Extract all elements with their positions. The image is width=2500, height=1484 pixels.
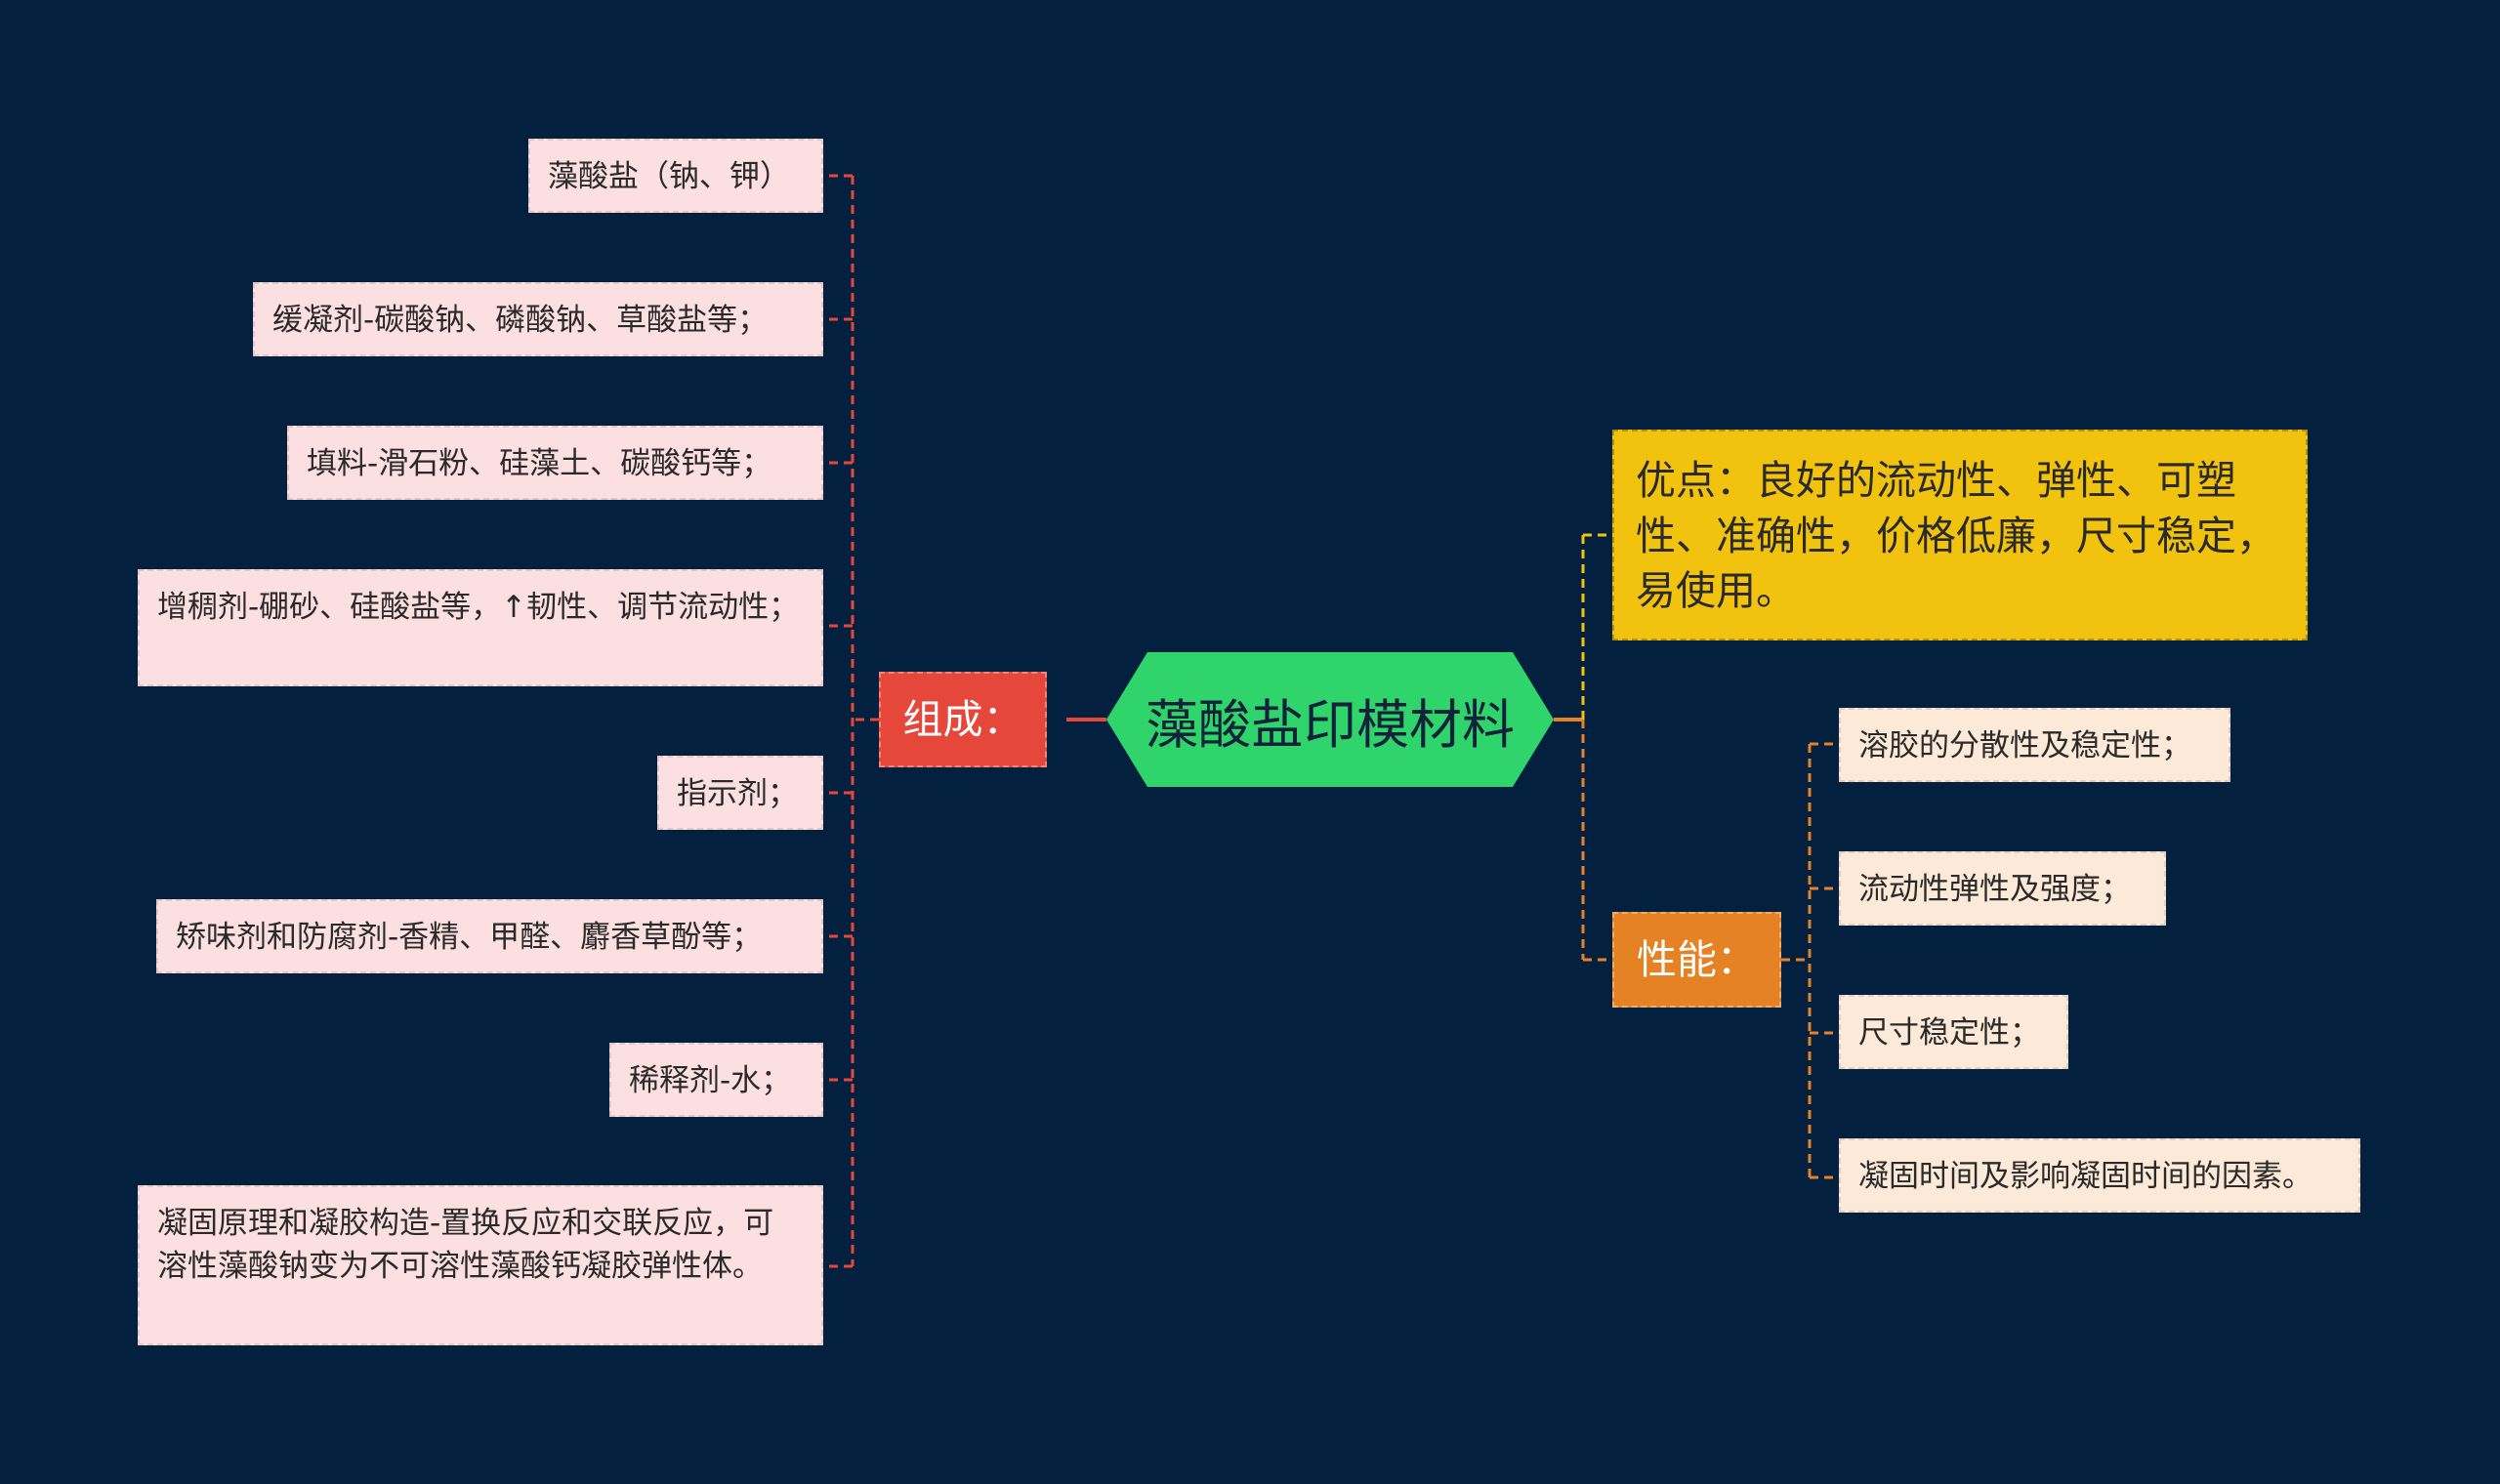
branch-performance[interactable]: 性能： — [1612, 912, 1781, 1008]
leaf-flow-elasticity-label: 流动性弹性及强度； — [1858, 872, 2131, 907]
leaf-setting-principle[interactable]: 凝固原理和凝胶构造-置换反应和交联反应，可溶性藻酸钠变为不可溶性藻酸钙凝胶弹性体… — [138, 1185, 823, 1345]
leaf-retarder[interactable]: 缓凝剂-碳酸钠、磷酸钠、草酸盐等； — [253, 282, 823, 356]
leaf-sol-dispersion[interactable]: 溶胶的分散性及稳定性； — [1839, 708, 2230, 782]
leaf-thickener[interactable]: 增稠剂-硼砂、硅酸盐等，↑韧性、调节流动性； — [138, 569, 823, 686]
leaf-setting-time-label: 凝固时间及影响凝固时间的因素。 — [1858, 1159, 2312, 1194]
leaf-flow-elasticity[interactable]: 流动性弹性及强度； — [1839, 851, 2166, 926]
leaf-diluent-label: 稀释剂-水； — [629, 1063, 792, 1098]
node-advantages-label: 优点：良好的流动性、弹性、可塑性、准确性，价格低廉，尺寸稳定，易使用。 — [1636, 457, 2276, 615]
node-advantages[interactable]: 优点：良好的流动性、弹性、可塑性、准确性，价格低廉，尺寸稳定，易使用。 — [1612, 430, 2308, 640]
leaf-thickener-label: 增稠剂-硼砂、硅酸盐等，↑韧性、调节流动性； — [157, 590, 800, 625]
leaf-alginate-label: 藻酸盐（钠、钾） — [548, 159, 790, 194]
leaf-flavor-preservative-label: 矫味剂和防腐剂-香精、甲醛、麝香草酚等； — [176, 920, 763, 955]
branch-composition[interactable]: 组成： — [879, 672, 1047, 767]
leaf-dimensional-stability-label: 尺寸稳定性； — [1858, 1015, 2040, 1051]
leaf-sol-dispersion-label: 溶胶的分散性及稳定性； — [1858, 728, 2191, 763]
leaf-setting-time[interactable]: 凝固时间及影响凝固时间的因素。 — [1839, 1138, 2360, 1213]
branch-composition-label: 组成： — [902, 695, 1023, 743]
leaf-alginate[interactable]: 藻酸盐（钠、钾） — [528, 139, 823, 213]
leaf-setting-principle-label: 凝固原理和凝胶构造-置换反应和交联反应，可溶性藻酸钠变为不可溶性藻酸钙凝胶弹性体… — [157, 1206, 774, 1285]
leaf-retarder-label: 缓凝剂-碳酸钠、磷酸钠、草酸盐等； — [272, 303, 769, 338]
leaf-flavor-preservative[interactable]: 矫味剂和防腐剂-香精、甲醛、麝香草酚等； — [156, 899, 823, 973]
leaf-indicator[interactable]: 指示剂； — [657, 756, 823, 830]
leaf-dimensional-stability[interactable]: 尺寸稳定性； — [1839, 995, 2068, 1069]
root-topic-label: 藻酸盐印模材料 — [1146, 693, 1515, 756]
leaf-filler[interactable]: 填料-滑石粉、硅藻土、碳酸钙等； — [287, 426, 823, 500]
leaf-filler-label: 填料-滑石粉、硅藻土、碳酸钙等； — [307, 446, 772, 481]
root-topic[interactable]: 藻酸盐印模材料 — [1106, 652, 1554, 787]
branch-performance-label: 性能： — [1637, 935, 1757, 983]
leaf-indicator-label: 指示剂； — [677, 776, 798, 811]
leaf-diluent[interactable]: 稀释剂-水； — [609, 1043, 823, 1117]
